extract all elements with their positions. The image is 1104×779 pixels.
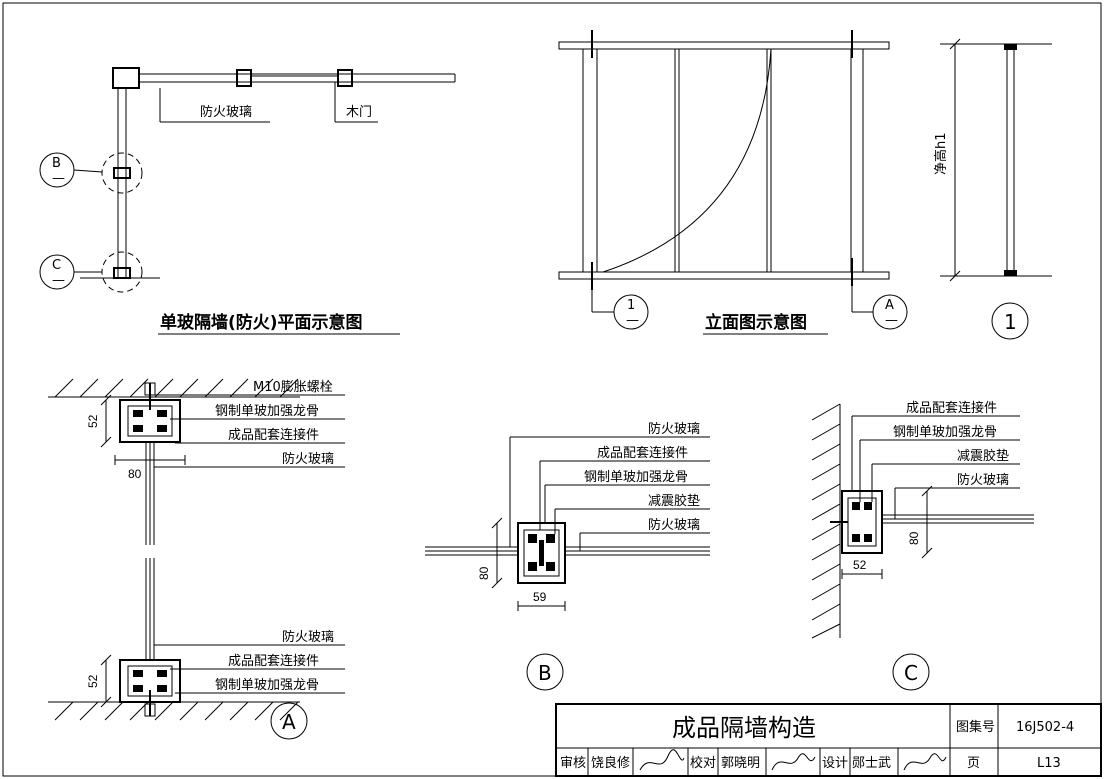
detail-a-bottom-label-1: 成品配套连接件 bbox=[228, 653, 319, 669]
detail-a-top-label-1: 钢制单玻加强龙骨 bbox=[215, 404, 319, 419]
detail-b-label-0: 防火玻璃 bbox=[648, 421, 700, 437]
elevation-callout-a-sub: — bbox=[885, 313, 898, 328]
detail-a-dim-bottom: 52 bbox=[86, 674, 100, 688]
detail-a-bottom-label-2: 钢制单玻加强龙骨 bbox=[215, 678, 319, 693]
detail-b-label-1: 成品配套连接件 bbox=[597, 445, 688, 461]
titleblock-review-name: 饶良修 bbox=[591, 755, 630, 771]
detail-c-tag: C bbox=[904, 661, 918, 685]
elevation-title: 立面图示意图 bbox=[705, 312, 807, 333]
titleblock-atlas-label: 图集号 bbox=[956, 719, 995, 735]
titleblock-title: 成品隔墙构造 bbox=[672, 714, 816, 742]
detail-a-bottom-label-0: 防火玻璃 bbox=[282, 629, 334, 645]
detail-c-label-1: 钢制单玻加强龙骨 bbox=[893, 425, 997, 440]
detail-b-label-2: 钢制单玻加强龙骨 bbox=[584, 470, 688, 485]
elevation-callout-1: 1 bbox=[627, 298, 635, 313]
detail-a-top-label-0: M10膨胀螺栓 bbox=[253, 380, 333, 395]
detail-a-dim-width: 80 bbox=[128, 467, 142, 481]
detail-b-label-3: 减震胶垫 bbox=[648, 493, 700, 509]
detail-b: 防火玻璃 成品配套连接件 钢制单玻加强龙骨 减震胶垫 防火玻璃 80 59 B bbox=[425, 421, 710, 691]
detail-c-label-2: 减震胶垫 bbox=[957, 448, 1009, 464]
plan-callout-c: C bbox=[52, 258, 61, 273]
titleblock-design-name: 郧士武 bbox=[852, 756, 891, 771]
detail-c: 成品配套连接件 钢制单玻加强龙骨 减震胶垫 防火玻璃 80 52 C bbox=[811, 400, 1034, 691]
detail-c-dim-width: 52 bbox=[853, 558, 867, 572]
section-1-tag: 1 bbox=[1004, 310, 1017, 334]
plan-label-door: 木门 bbox=[346, 105, 372, 120]
plan-label-glass: 防火玻璃 bbox=[200, 104, 252, 120]
detail-b-tag: B bbox=[538, 661, 552, 685]
plan-view: 防火玻璃 木门 B — C — 单玻隔墙(防火)平面示意图 bbox=[39, 67, 456, 335]
titleblock-page-no: L13 bbox=[1037, 756, 1061, 771]
plan-callout-b: B bbox=[52, 156, 61, 171]
title-block: 成品隔墙构造 图集号 16J502-4 审核 饶良修 校对 郭晓明 设计 郧士武… bbox=[555, 703, 1102, 777]
detail-a-top-label-2: 成品配套连接件 bbox=[228, 427, 319, 443]
detail-a-top-label-3: 防火玻璃 bbox=[282, 451, 334, 467]
titleblock-design-label: 设计 bbox=[822, 756, 848, 771]
detail-b-dim-width: 59 bbox=[533, 590, 547, 604]
detail-a: 52 80 52 M10膨胀螺栓 钢制单玻加强龙骨 成品配套连接件 防火玻璃 防… bbox=[48, 378, 345, 740]
design-signature bbox=[903, 753, 947, 771]
plan-callout-c-sub: — bbox=[52, 273, 65, 288]
detail-b-label-4: 防火玻璃 bbox=[648, 517, 700, 533]
section-1-label-height: 净高h1 bbox=[933, 132, 949, 175]
titleblock-review-label: 审核 bbox=[560, 756, 586, 771]
section-1: 净高h1 1 bbox=[933, 38, 1052, 340]
plan-callout-b-sub: — bbox=[52, 171, 65, 186]
elevation-view: 1 — A — 立面图示意图 bbox=[558, 30, 908, 335]
detail-c-label-3: 防火玻璃 bbox=[957, 472, 1009, 488]
detail-b-dim-height: 80 bbox=[477, 566, 491, 580]
check-signature bbox=[771, 753, 816, 771]
review-signature bbox=[639, 749, 685, 771]
elevation-callout-a: A bbox=[885, 298, 894, 313]
detail-c-label-0: 成品配套连接件 bbox=[906, 400, 997, 416]
titleblock-atlas-no: 16J502-4 bbox=[1016, 720, 1074, 735]
detail-a-tag: A bbox=[282, 710, 296, 734]
titleblock-check-label: 校对 bbox=[690, 755, 716, 771]
titleblock-page-label: 页 bbox=[967, 756, 980, 771]
detail-a-dim-top: 52 bbox=[86, 414, 100, 428]
elevation-callout-1-sub: — bbox=[626, 313, 639, 328]
titleblock-check-name: 郭晓明 bbox=[721, 755, 760, 771]
plan-title: 单玻隔墙(防火)平面示意图 bbox=[160, 312, 363, 333]
detail-c-dim-height: 80 bbox=[907, 531, 921, 545]
